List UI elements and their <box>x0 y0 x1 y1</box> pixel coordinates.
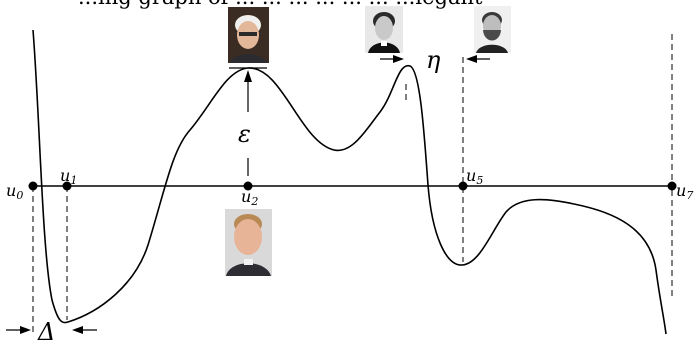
portrait-top-right-2 <box>474 6 511 53</box>
guide-lines <box>32 34 673 334</box>
node-u0 <box>28 181 38 191</box>
node-label-u2: u2 <box>241 187 258 208</box>
node-label-u0: u0 <box>6 181 23 202</box>
node-u2 <box>243 181 253 191</box>
eta-arrow-right-head <box>466 55 477 63</box>
node-u7 <box>667 181 677 191</box>
delta-symbol: Δ <box>37 318 55 341</box>
node-label-u5: u5 <box>466 166 483 187</box>
portrait-top-right-1 <box>365 6 403 53</box>
caption-text: ...ing graph of ... ... ... ... ... ... … <box>78 0 483 9</box>
portrait-top-center <box>228 7 269 63</box>
node-label-u7: u7 <box>676 181 693 202</box>
node-u5 <box>458 181 468 191</box>
portrait-bottom-center <box>225 209 272 276</box>
epsilon-arrowhead <box>244 70 252 82</box>
node-u1 <box>62 181 72 191</box>
function-curve <box>32 29 667 335</box>
epsilon-symbol: ε <box>238 120 251 148</box>
eta-arrow-left-head <box>393 55 404 63</box>
delta-arrow-right-head <box>72 326 83 334</box>
node-label-u1: u1 <box>60 166 77 187</box>
delta-arrow-left-head <box>20 326 31 334</box>
eta-symbol: η <box>426 46 441 74</box>
